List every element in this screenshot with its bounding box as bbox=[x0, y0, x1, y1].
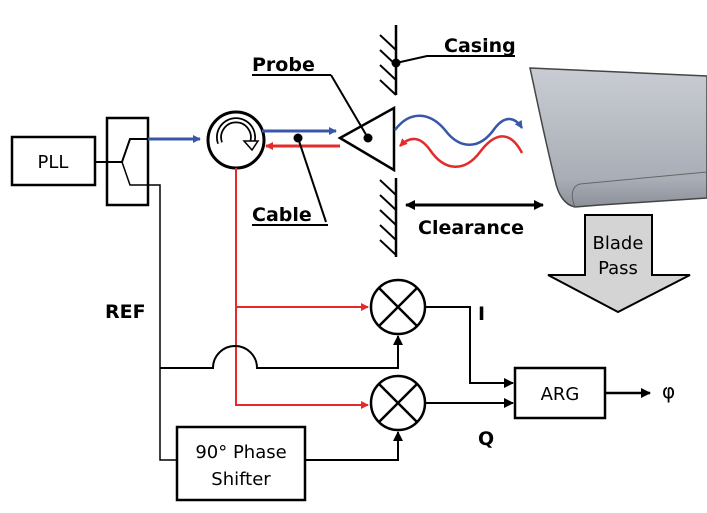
circulator-arrow-icon bbox=[242, 140, 260, 152]
transmitted-wave bbox=[394, 114, 524, 146]
cable-label: Cable bbox=[252, 204, 312, 226]
phi-output-label: φ bbox=[662, 379, 675, 403]
clearance-label: Clearance bbox=[418, 217, 524, 239]
pll-block: PLL bbox=[10, 135, 97, 187]
pll-label: PLL bbox=[38, 152, 69, 173]
power-splitter bbox=[105, 116, 177, 461]
blade-pass-arrow bbox=[547, 214, 691, 314]
q-label: Q bbox=[478, 428, 494, 450]
arg-label: ARG bbox=[541, 384, 580, 405]
turbine-blade bbox=[529, 67, 707, 208]
phase-shifter-block: 90° Phase Shifter bbox=[175, 425, 307, 502]
circulator bbox=[206, 110, 266, 170]
casing-label: Casing bbox=[444, 35, 516, 57]
ref-label: REF bbox=[105, 301, 146, 323]
phase-shifter-label-2: Shifter bbox=[211, 469, 271, 490]
arg-block: ARG bbox=[513, 366, 607, 420]
i-label: I bbox=[478, 303, 485, 325]
reflected-wave bbox=[399, 135, 524, 168]
probe-label: Probe bbox=[252, 54, 315, 76]
mixer-q bbox=[369, 374, 427, 432]
phase-shifter-label-1: 90° Phase bbox=[195, 442, 286, 463]
blade-pass-label-1: Blade bbox=[593, 233, 644, 254]
blade-pass-label-2: Pass bbox=[598, 258, 638, 279]
mixer-i bbox=[369, 278, 427, 336]
